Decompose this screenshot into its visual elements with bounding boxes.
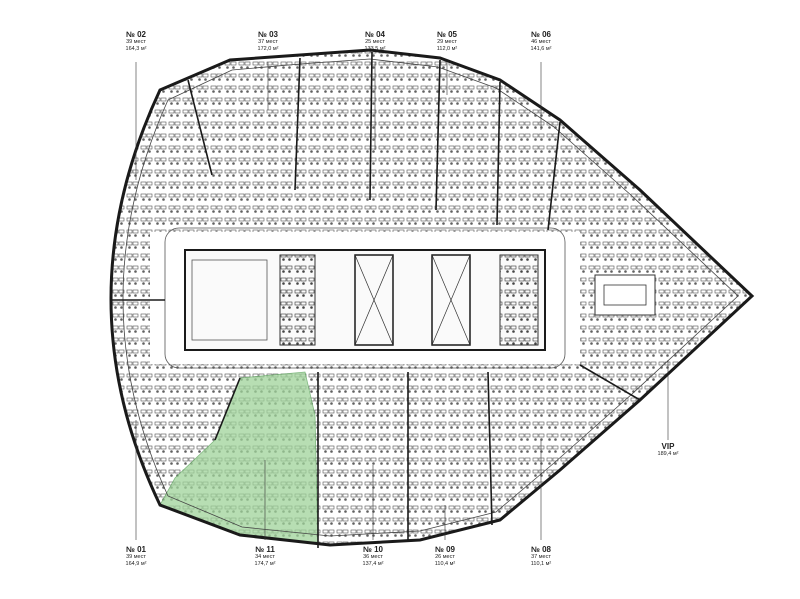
unit-number: № 08 <box>530 545 552 554</box>
unit-area: 133,5 м² <box>364 45 386 52</box>
building-core <box>184 249 546 351</box>
unit-11-highlight[interactable] <box>159 371 319 548</box>
unit-area: 174,7 м² <box>254 560 276 567</box>
unit-number: № 02 <box>125 30 147 39</box>
partitions <box>110 51 641 548</box>
corridor-ring <box>164 227 566 369</box>
unit-label-06[interactable]: № 06 46 мест 141,6 м² <box>506 30 576 52</box>
unit-number: № 04 <box>364 30 386 39</box>
unit-label-08[interactable]: № 08 37 мест 110,1 м² <box>506 545 576 567</box>
unit-label-11[interactable]: № 11 34 мест 174,7 м² <box>230 545 300 567</box>
unit-seats: 37 мест <box>531 554 551 561</box>
unit-label-09[interactable]: № 09 26 мест 110,4 м² <box>410 545 480 567</box>
unit-label-02[interactable]: № 02 39 мест 164,3 м² <box>101 30 171 52</box>
unit-number: № 01 <box>125 545 147 554</box>
unit-area: 110,4 м² <box>434 560 456 567</box>
leader-lines <box>135 62 669 540</box>
unit-number: № 06 <box>530 30 552 39</box>
outer-wall <box>109 48 755 547</box>
unit-seats: 39 мест <box>126 39 146 46</box>
unit-seats: 25 мест <box>365 39 385 46</box>
unit-number: № 03 <box>257 30 279 39</box>
unit-seats: 26 мест <box>435 554 455 561</box>
unit-seats: 36 мест <box>363 554 383 561</box>
unit-area: 164,9 м² <box>125 560 147 567</box>
inner-facade <box>122 58 739 537</box>
stair-left <box>279 254 316 346</box>
unit-number: № 09 <box>434 545 456 554</box>
unit-number: № 05 <box>436 30 458 39</box>
unit-seats: 39 мест <box>126 554 146 561</box>
unit-number: № 10 <box>362 545 384 554</box>
unit-seats: 34 мест <box>255 554 275 561</box>
unit-seats: 29 мест <box>437 39 457 46</box>
unit-area: 164,3 м² <box>125 45 147 52</box>
unit-area: 141,6 м² <box>530 45 552 52</box>
elevator-bank-left <box>354 254 394 346</box>
vip-meeting-room <box>594 274 656 316</box>
unit-seats: 37 мест <box>258 39 278 46</box>
unit-area: 112,0 м² <box>436 45 458 52</box>
stair-right <box>499 254 539 346</box>
unit-number: № 11 <box>255 545 275 554</box>
unit-area: 110,1 м² <box>530 560 552 567</box>
elevator-bank-right <box>431 254 471 346</box>
unit-label-vip[interactable]: VIP 189,4 м² <box>633 442 703 458</box>
unit-label-05[interactable]: № 05 29 мест 112,0 м² <box>412 30 482 52</box>
unit-area: 189,4 м² <box>657 451 679 458</box>
unit-area: 172,0 м² <box>257 45 279 52</box>
unit-label-03[interactable]: № 03 37 мест 172,0 м² <box>233 30 303 52</box>
unit-label-04[interactable]: № 04 25 мест 133,5 м² <box>340 30 410 52</box>
unit-area: 137,4 м² <box>362 560 384 567</box>
unit-seats: 46 мест <box>531 39 551 46</box>
unit-label-10[interactable]: № 10 36 мест 137,4 м² <box>338 545 408 567</box>
unit-label-01[interactable]: № 01 39 мест 164,9 м² <box>101 545 171 567</box>
unit-number: VIP <box>661 442 675 451</box>
